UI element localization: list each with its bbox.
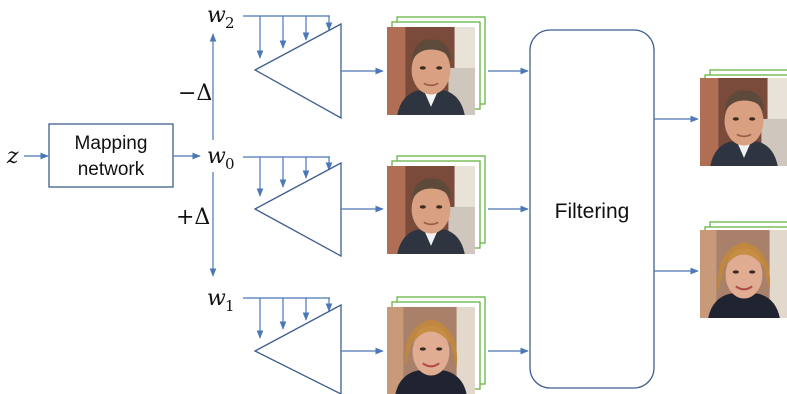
generator-row-top <box>243 15 486 120</box>
svg-text:0: 0 <box>225 155 235 173</box>
generator-triangle-icon <box>253 303 342 394</box>
mapping-network-label-line2: network <box>78 159 145 180</box>
face-stack-female <box>387 296 486 394</box>
face-stack-male-2 <box>387 155 486 254</box>
z-label: z <box>6 144 19 169</box>
svg-text:w: w <box>207 286 226 311</box>
filtering-label: Filtering <box>555 200 630 223</box>
face-stack-male-1 <box>387 16 486 115</box>
filtering-box: Filtering <box>529 29 655 389</box>
svg-text:1: 1 <box>225 297 235 315</box>
output-stack-female <box>700 221 787 318</box>
svg-text:w: w <box>207 3 226 28</box>
w2-label: w 2 <box>207 3 235 32</box>
face-photo-icon <box>387 166 475 254</box>
mapping-network-label-line1: Mapping <box>75 133 148 154</box>
generator-row-middle <box>243 155 486 258</box>
generator-triangle-icon <box>253 161 342 258</box>
mapping-network-box: Mapping network <box>48 123 174 188</box>
svg-text:2: 2 <box>225 14 235 32</box>
face-photo-icon <box>700 78 787 166</box>
plus-delta-label: +Δ <box>176 205 210 230</box>
generator-triangle-icon <box>253 22 342 120</box>
output-stack-male <box>700 69 787 166</box>
w0-label: w 0 <box>207 144 235 173</box>
face-photo-icon <box>700 230 787 318</box>
generator-row-bottom <box>243 296 486 394</box>
w1-label: w 1 <box>207 286 235 315</box>
svg-text:w: w <box>207 144 226 169</box>
minus-delta-label: −Δ <box>178 81 212 106</box>
face-photo-icon <box>387 27 475 115</box>
face-photo-icon <box>387 307 475 394</box>
